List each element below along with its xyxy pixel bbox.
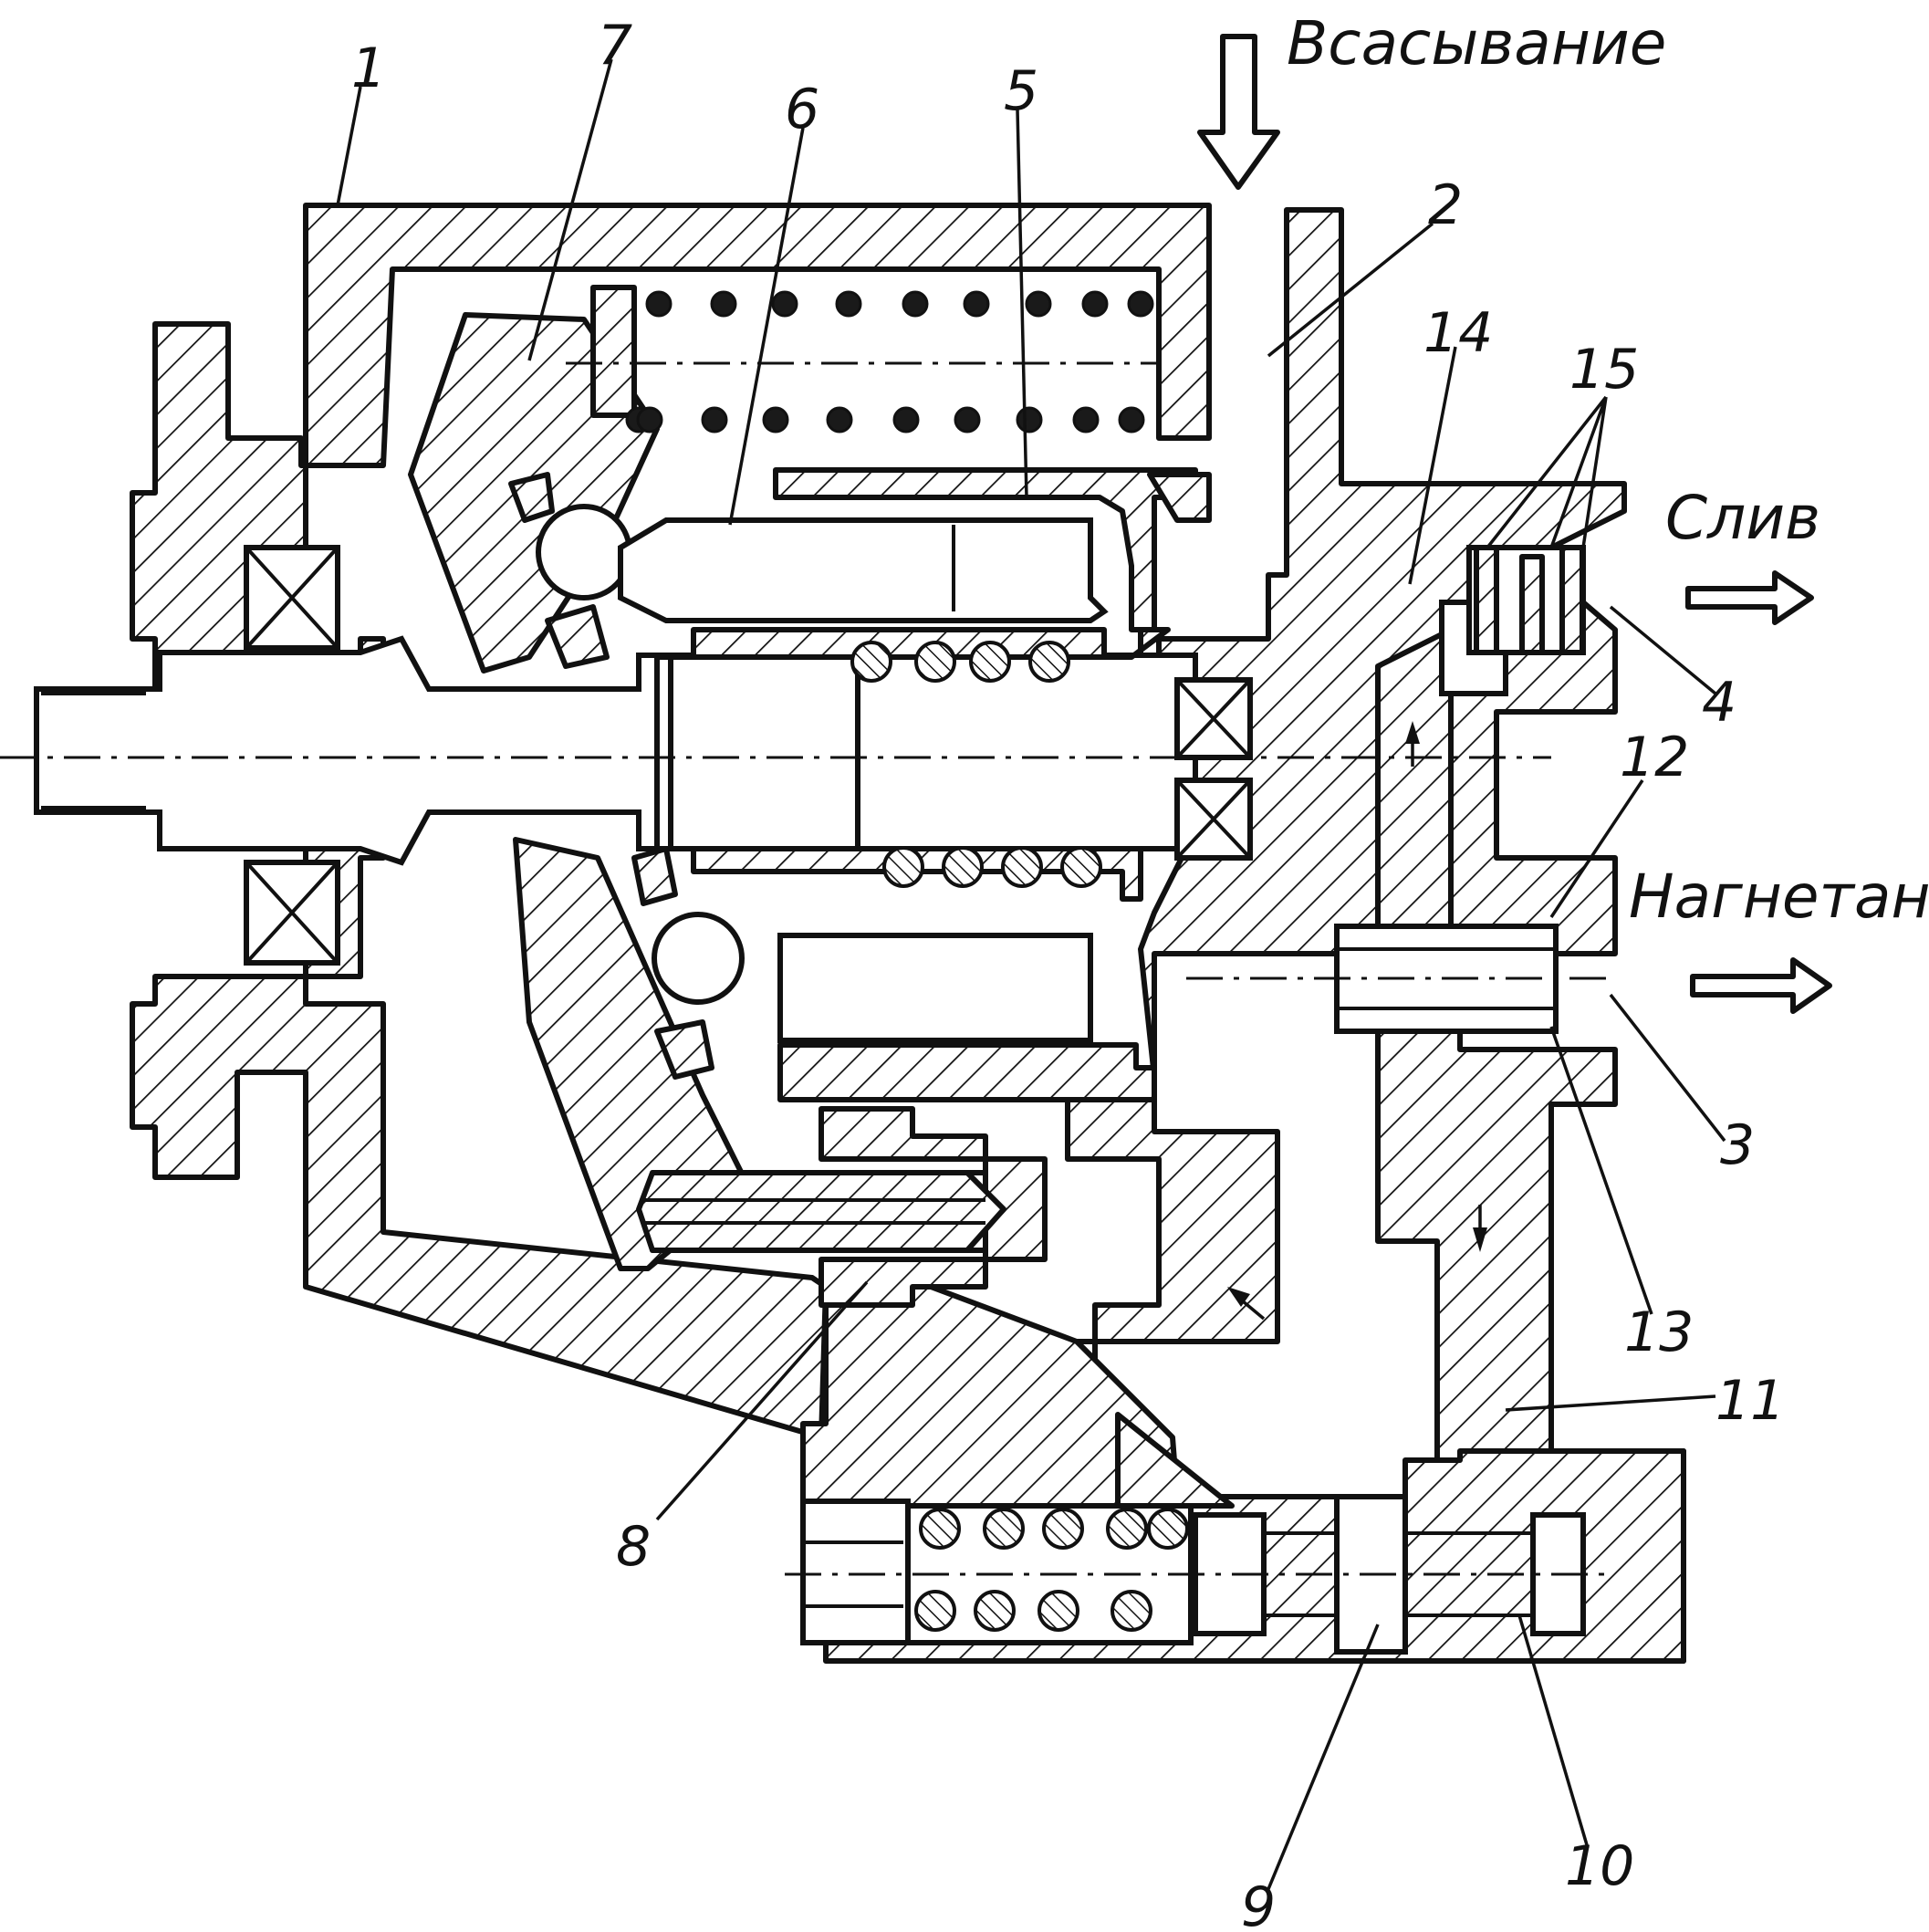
spring-coil xyxy=(916,1592,954,1630)
label-part-2: 2 xyxy=(1428,173,1463,237)
spring-coil xyxy=(764,408,787,432)
spring-coil xyxy=(1017,408,1041,432)
spring-coil xyxy=(1074,408,1098,432)
label-part-14: 14 xyxy=(1423,301,1493,365)
drain-arrow xyxy=(1688,573,1811,622)
spring-coil xyxy=(884,848,923,886)
spring-coil xyxy=(647,292,671,316)
label-part-6: 6 xyxy=(785,78,819,141)
label-part-5: 5 xyxy=(1004,59,1038,123)
spring-coil xyxy=(1112,1592,1151,1630)
spring-coil xyxy=(971,642,1009,681)
spring-coil xyxy=(1108,1509,1146,1548)
spring-coil xyxy=(1129,292,1152,316)
spring-coil xyxy=(894,408,918,432)
label-part-10: 10 xyxy=(1565,1834,1634,1898)
label-part-13: 13 xyxy=(1624,1300,1694,1364)
spring-coil xyxy=(975,1592,1014,1630)
spring-coil xyxy=(985,1509,1023,1548)
discharge-arrow xyxy=(1693,960,1830,1011)
label-drain: Слив xyxy=(1665,483,1820,553)
spring-coil xyxy=(852,642,891,681)
spring-coil xyxy=(955,408,979,432)
spring-coil xyxy=(703,408,726,432)
pivot-pin xyxy=(639,1173,1004,1250)
label-part-11: 11 xyxy=(1715,1369,1785,1433)
spring-coil xyxy=(944,848,982,886)
spring-coil xyxy=(828,408,851,432)
spring-coil xyxy=(1062,848,1100,886)
spring-coil xyxy=(712,292,735,316)
label-suction: Всасывание xyxy=(1287,8,1666,78)
spring-coil xyxy=(1003,848,1041,886)
label-discharge: Нагнетание xyxy=(1629,862,1929,932)
label-part-4: 4 xyxy=(1702,671,1736,735)
label-part-15: 15 xyxy=(1569,338,1639,402)
spring-coil xyxy=(837,292,860,316)
spring-coil xyxy=(916,642,954,681)
spring-coil xyxy=(773,292,797,316)
spring-coil xyxy=(1039,1592,1078,1630)
label-part-8: 8 xyxy=(616,1515,651,1579)
spring-coil xyxy=(903,292,927,316)
spring-coil xyxy=(1120,408,1143,432)
suction-arrow xyxy=(1200,37,1277,187)
spring-coil xyxy=(1149,1509,1187,1548)
spring-coil xyxy=(1083,292,1107,316)
label-part-1: 1 xyxy=(351,37,386,100)
spring-coil xyxy=(921,1509,959,1548)
label-part-9: 9 xyxy=(1241,1875,1276,1932)
spring-coil xyxy=(1027,292,1050,316)
spring-coil xyxy=(638,408,662,432)
label-part-3: 3 xyxy=(1720,1113,1755,1177)
spring-coil xyxy=(964,292,988,316)
label-part-12: 12 xyxy=(1620,726,1689,789)
spring-coil xyxy=(1044,1509,1082,1548)
label-part-7: 7 xyxy=(598,14,632,78)
spring-coil xyxy=(1030,642,1069,681)
